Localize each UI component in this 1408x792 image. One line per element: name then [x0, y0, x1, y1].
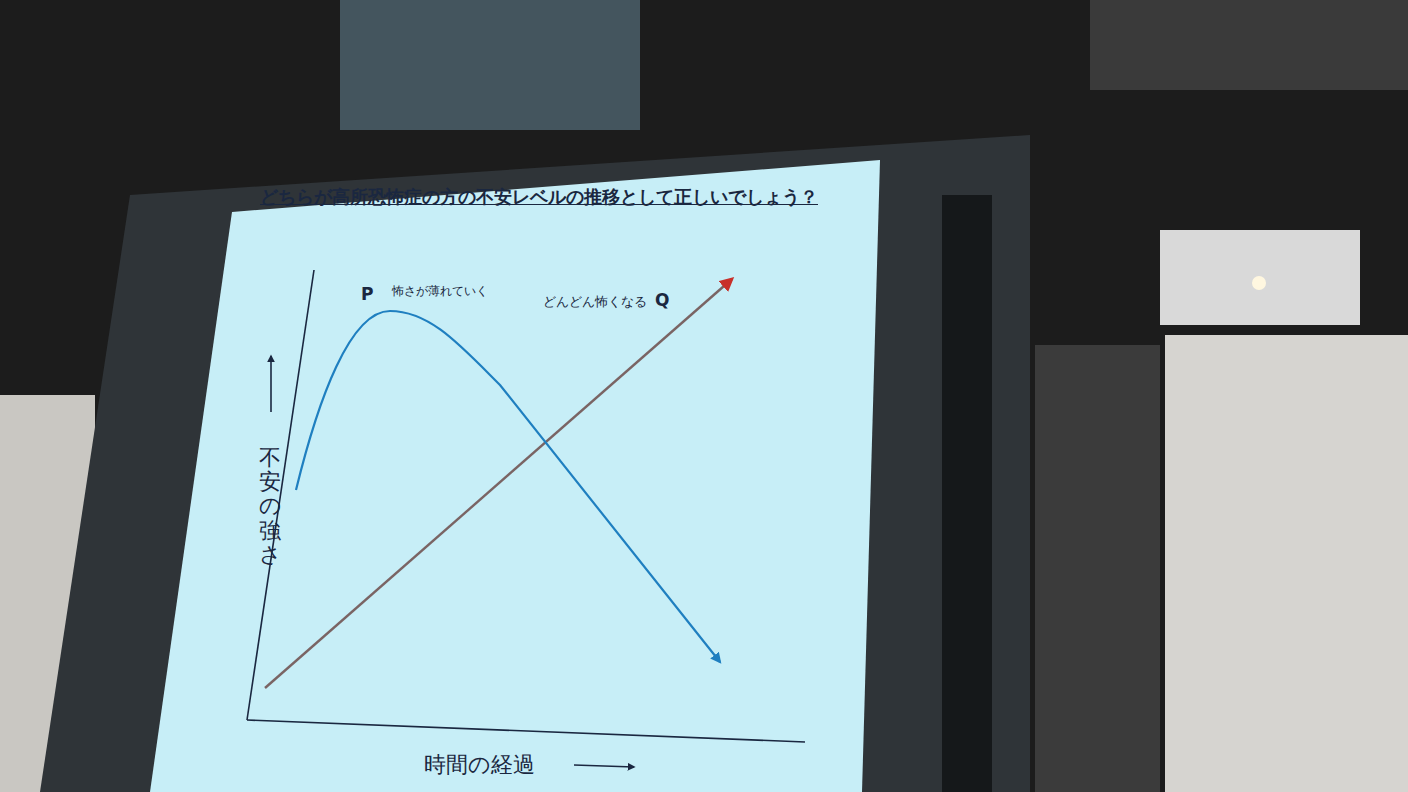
screen-frame	[40, 135, 1030, 792]
x-axis	[247, 720, 805, 742]
x-axis-label: 時間の経過	[424, 752, 535, 778]
line-letter: Q	[655, 290, 669, 310]
y-axis-label: 不安の強さ	[259, 446, 281, 567]
slide	[150, 160, 880, 792]
line-note: どんどん怖くなる	[543, 294, 647, 310]
curve-letter: P	[361, 284, 373, 304]
up-arrow	[270, 356, 272, 412]
ceiling-light	[340, 0, 640, 130]
ceiling-lamp	[1252, 276, 1266, 290]
screen-edge	[942, 195, 992, 792]
ceiling-tile	[1160, 230, 1360, 325]
slide-title: どちらが高所恐怖症の方の不安レベルの推移として正しいでしょう？	[260, 186, 818, 208]
right-arrow	[574, 765, 634, 767]
wall	[1165, 335, 1408, 792]
curve-note: 怖さが薄れていく	[392, 284, 488, 298]
rising-line	[265, 279, 732, 688]
window-blind	[1035, 345, 1160, 792]
ceiling-panel	[1090, 0, 1408, 90]
peak-curve	[296, 311, 720, 662]
